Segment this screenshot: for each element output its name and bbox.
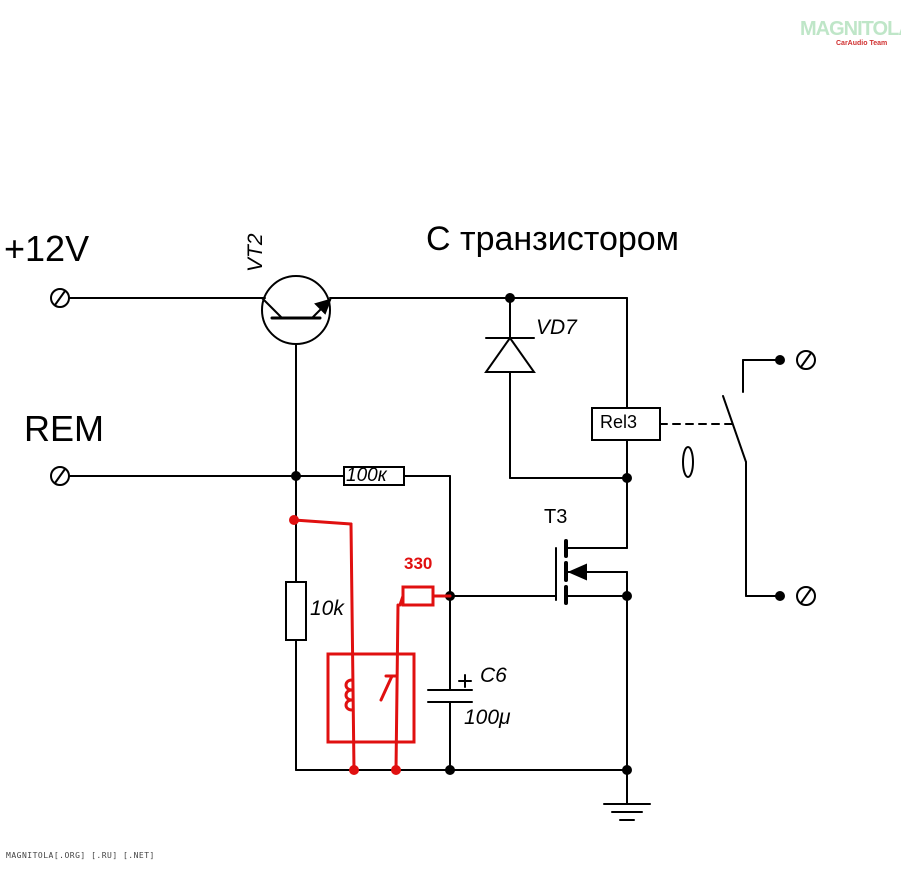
- mod-junction-top: [289, 515, 299, 525]
- junction-c6-bottom: [445, 765, 455, 775]
- terminal-out-bottom-slash: [800, 588, 812, 604]
- mod-wire-left-down: [349, 522, 356, 772]
- label-r-100k: 100к: [346, 465, 387, 486]
- terminal-out-top-slash: [800, 352, 812, 368]
- transistor-t3-arrow: [567, 563, 587, 581]
- label-t3: T3: [544, 506, 568, 528]
- label-vd7: VD7: [536, 316, 577, 339]
- watermark-text: MAGNITOLA: [800, 18, 901, 40]
- diode-vd7: [484, 336, 536, 373]
- label-c6-value: 100μ: [464, 706, 511, 729]
- junction-top: [505, 293, 515, 303]
- mod-wire-top: [292, 518, 353, 526]
- junction-ground: [622, 765, 632, 775]
- junction-rem: [291, 471, 301, 481]
- mod-junction-bottom-left: [349, 765, 359, 775]
- watermark-subtext: CarAudio Team: [836, 40, 888, 47]
- mod-relay-contact: [379, 674, 394, 702]
- mod-330-resistor: [401, 585, 435, 607]
- diagram-title: С транзистором: [426, 220, 680, 258]
- mod-junction-bottom-right: [391, 765, 401, 775]
- transistor-vt2-arrow: [314, 298, 332, 315]
- junction-source: [622, 591, 632, 601]
- label-rel3: Rel3: [600, 412, 638, 432]
- label-vt2: VT2: [244, 233, 267, 272]
- watermark-logo: MAGNITOLA CarAudio Team: [800, 18, 901, 54]
- contact-switch-blade: [722, 395, 747, 463]
- junction-contact-bottom: [775, 591, 785, 601]
- mod-relay-coil: [344, 678, 354, 712]
- terminal-supply-slash: [54, 290, 66, 306]
- resistor-10k: [285, 581, 307, 641]
- label-c6: C6: [480, 664, 507, 687]
- label-supply: +12V: [4, 228, 90, 269]
- footer-text: MAGNITOLA[.ORG] [.RU] [.NET]: [6, 851, 155, 860]
- mod-wire-right: [394, 603, 400, 772]
- label-330: 330: [404, 554, 433, 573]
- label-r-10k: 10k: [310, 597, 344, 620]
- junction-contact-top: [775, 355, 785, 365]
- junction-relay: [622, 473, 632, 483]
- mod-wire-330-down: [398, 594, 405, 607]
- terminal-rem-slash: [54, 468, 66, 484]
- relay-indicator: [682, 446, 694, 478]
- mod-relay-box: [326, 652, 416, 744]
- label-rem: REM: [24, 408, 104, 449]
- transistor-vt2-collector: [261, 297, 283, 319]
